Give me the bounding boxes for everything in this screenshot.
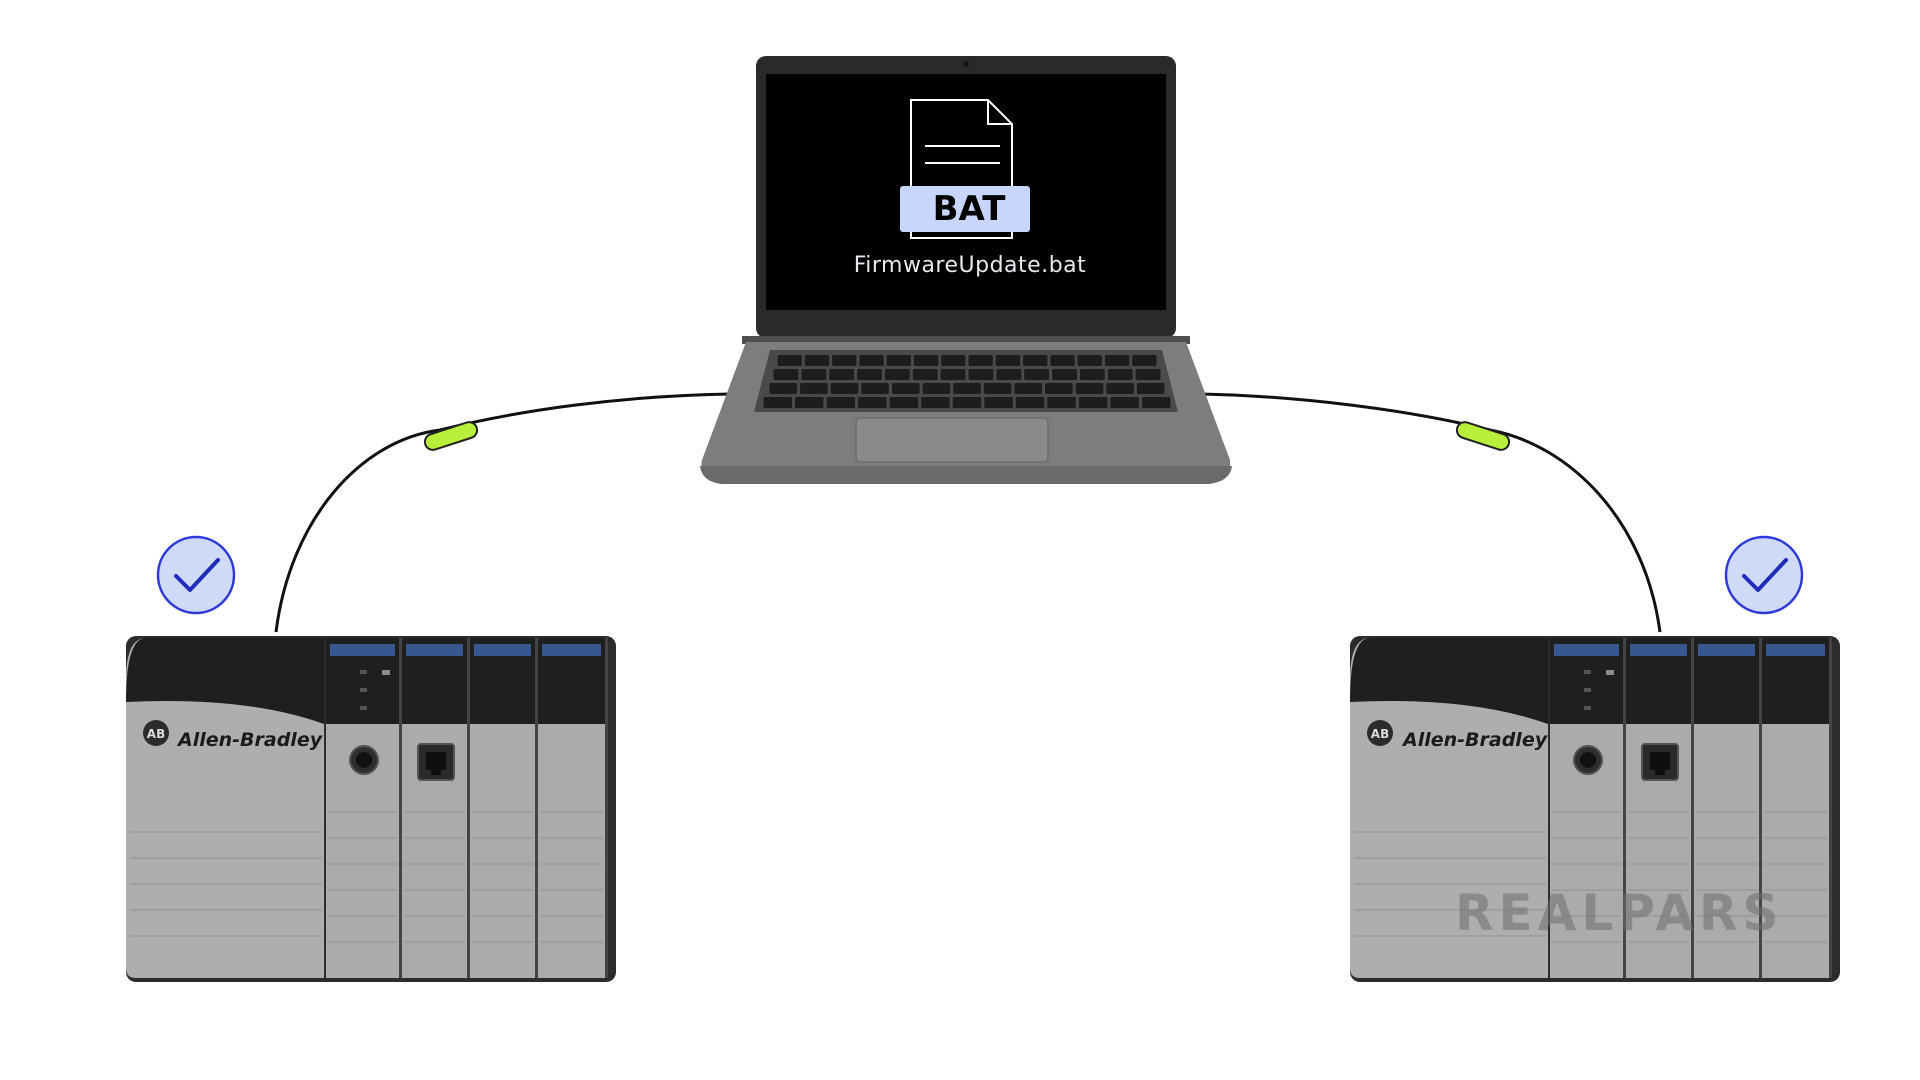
- keyboard-key: [769, 383, 798, 394]
- cable-connector-left: [423, 421, 479, 451]
- ethernet-cable-left: [274, 392, 731, 633]
- check-icon-left: [156, 535, 236, 615]
- document-icon: [900, 99, 1030, 239]
- keyboard-key: [983, 383, 1012, 394]
- io-module: [402, 638, 470, 978]
- status-led: [1606, 670, 1614, 675]
- keyboard-key: [804, 355, 830, 366]
- io-module: [470, 638, 538, 978]
- keyboard-key: [1045, 383, 1073, 394]
- keyboard-key: [830, 383, 859, 394]
- keyboard-key: [892, 383, 920, 394]
- keyboard-key: [940, 369, 966, 380]
- keyboard-key: [1104, 355, 1130, 366]
- io-module: [1694, 638, 1762, 978]
- keyboard-key: [763, 397, 792, 408]
- io-module: [538, 638, 608, 978]
- status-led: [360, 670, 367, 674]
- keyboard-key: [886, 355, 911, 366]
- keyboard-key: [1132, 355, 1157, 366]
- io-module: [1550, 638, 1626, 978]
- laptop-trackpad: [855, 417, 1049, 463]
- cable-connector-right: [1455, 421, 1511, 451]
- keyboard-key: [968, 369, 994, 380]
- keyboard-key: [1107, 369, 1133, 380]
- status-led: [382, 670, 390, 675]
- keyboard-key: [941, 355, 966, 366]
- keyboard-key: [800, 383, 828, 394]
- processor-top-cover: [126, 638, 324, 724]
- processor-top-cover: [1350, 638, 1548, 724]
- keyboard-key: [1024, 369, 1050, 380]
- keyboard-key: [857, 369, 882, 380]
- keyboard-key: [801, 369, 827, 380]
- keyboard-key: [1077, 355, 1102, 366]
- keyboard-key: [1079, 369, 1105, 380]
- keyboard-key: [858, 397, 887, 408]
- keyboard-key: [1050, 355, 1075, 366]
- keyboard-key: [832, 355, 857, 366]
- check-icon-right: [1724, 535, 1804, 615]
- keyboard-key: [968, 355, 993, 366]
- status-led: [1584, 688, 1591, 692]
- keyboard-key: [922, 383, 951, 394]
- keyboard-key: [995, 355, 1021, 366]
- keyboard-key: [1142, 397, 1171, 408]
- keyboard-key: [1136, 383, 1165, 394]
- status-led: [360, 688, 367, 692]
- ab-logo-text: AB: [147, 727, 165, 741]
- laptop-keyboard: [763, 355, 1171, 408]
- ab-logo-text: AB: [1371, 727, 1389, 741]
- status-led: [1584, 706, 1591, 710]
- keyboard-key: [953, 383, 981, 394]
- ethernet-cable-right: [1199, 392, 1662, 633]
- plc-chassis-left: AB: [126, 636, 616, 982]
- keyboard-key: [795, 397, 824, 408]
- keyboard-key: [826, 397, 856, 408]
- keyboard-key: [773, 369, 799, 380]
- keyboard-key: [921, 397, 950, 408]
- keyboard-key: [1110, 397, 1139, 408]
- ab-logo: [1367, 720, 1393, 746]
- bat-badge: [900, 186, 1030, 232]
- keyboard-key: [1135, 369, 1161, 380]
- keyboard-key: [1075, 383, 1104, 394]
- keyboard-key: [913, 355, 939, 366]
- keyboard-key: [889, 397, 919, 408]
- keyboard-key: [884, 369, 910, 380]
- io-module: [1762, 638, 1832, 978]
- keyboard-key: [996, 369, 1022, 380]
- ab-logo: [143, 720, 169, 746]
- keyboard-key: [1078, 397, 1108, 408]
- keyboard-key: [1015, 397, 1045, 408]
- keyboard-key: [952, 397, 982, 408]
- keyboard-key: [829, 369, 855, 380]
- keyboard-key: [1047, 397, 1076, 408]
- status-led: [360, 706, 367, 710]
- keyboard-key: [1023, 355, 1048, 366]
- io-module: [326, 638, 402, 978]
- keyboard-key: [861, 383, 889, 394]
- keyboard-key: [1106, 383, 1134, 394]
- plc-chassis-right: AB: [1350, 636, 1840, 982]
- io-module: [1626, 638, 1694, 978]
- keyboard-key: [912, 369, 938, 380]
- keyboard-key: [1014, 383, 1042, 394]
- keyboard-key: [984, 397, 1013, 408]
- keyboard-key: [777, 355, 802, 366]
- keyboard-key: [1052, 369, 1077, 380]
- keyboard-key: [859, 355, 884, 366]
- status-led: [1584, 670, 1591, 674]
